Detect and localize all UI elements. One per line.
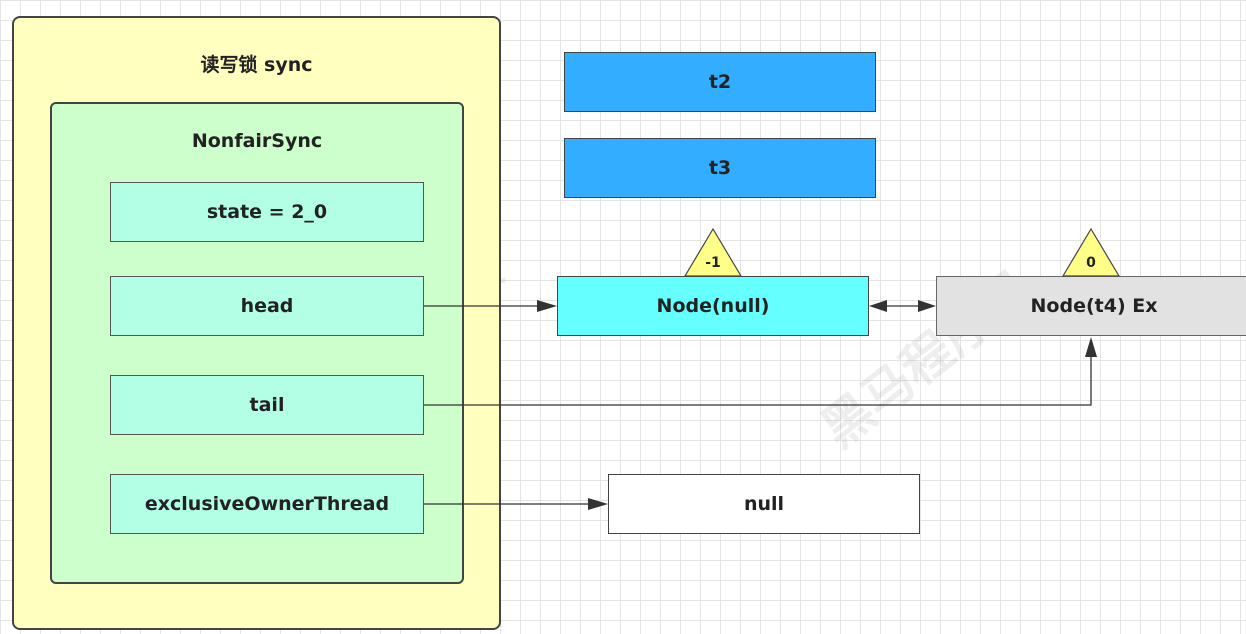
head-field: head [110, 276, 424, 336]
t4-node-wait-status-triangle: 0 [1061, 227, 1121, 277]
head-pointer-arrow [424, 300, 557, 312]
tail-pointer-arrow [424, 337, 1097, 406]
head-node: Node(null) [557, 276, 869, 336]
thread-t3: t3 [564, 138, 876, 198]
thread-t2: t2 [564, 52, 876, 112]
owner-null-box: null [608, 474, 920, 534]
head-node-wait-status-triangle: -1 [683, 227, 743, 277]
nonfair-sync-title: NonfairSync [191, 130, 323, 152]
sync-title: 读写锁 sync [200, 54, 313, 76]
exclusive-owner-thread-field: exclusiveOwnerThread [110, 474, 424, 534]
t4-node: Node(t4) Ex [936, 276, 1246, 336]
t4-node-wait-status: 0 [1086, 255, 1096, 271]
head-node-wait-status: -1 [705, 255, 721, 271]
tail-field: tail [110, 375, 424, 435]
owner-pointer-arrow [424, 498, 608, 510]
bidirectional-link-arrow [869, 300, 936, 312]
state-field: state = 2_0 [110, 182, 424, 242]
